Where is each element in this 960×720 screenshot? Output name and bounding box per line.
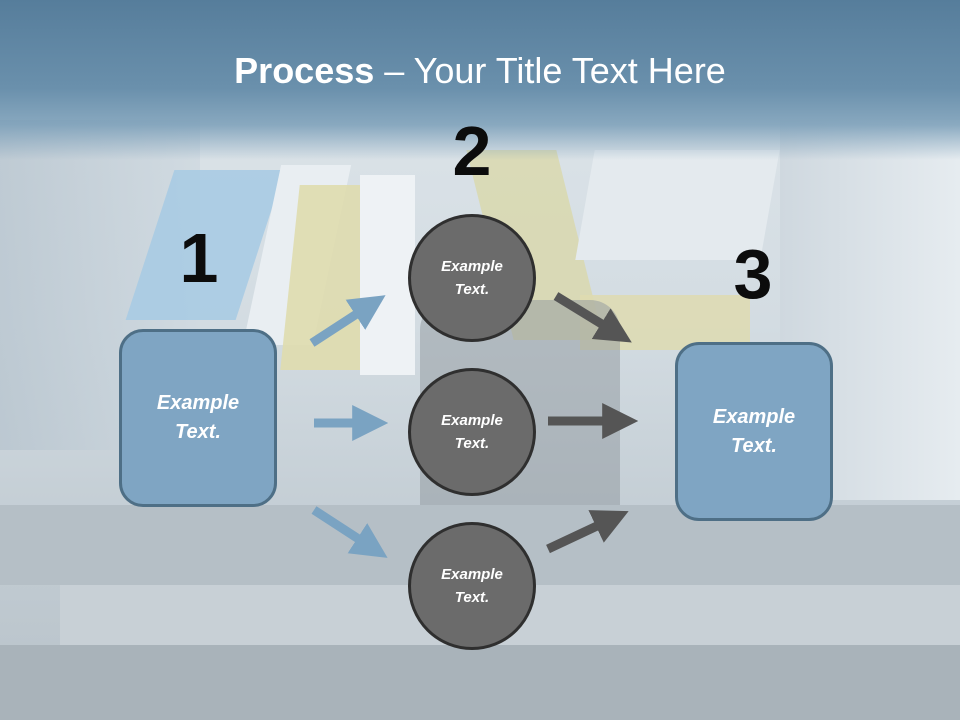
end-box-line1: Example (712, 405, 796, 428)
end-box[interactable]: Example Text. (675, 342, 833, 521)
end-box-line2: Text. (731, 434, 777, 457)
circle-bottom-line1: Example (441, 566, 503, 583)
circle-bottom-text: Example Text. (427, 563, 517, 609)
circle-middle-line2: Text. (454, 435, 490, 452)
step-number-1: 1 (179, 219, 219, 297)
circle-top-line1: Example (441, 258, 503, 275)
circle-bottom[interactable]: Example Text. (408, 522, 536, 650)
slide-title[interactable]: Process – Your Title Text Here (0, 50, 960, 92)
circle-middle-text: Example Text. (427, 409, 517, 455)
start-box-line1: Example (156, 392, 240, 414)
circle-top-line2: Text. (454, 281, 490, 298)
header-band (0, 0, 960, 160)
circle-top[interactable]: Example Text. (408, 214, 536, 342)
arrow-blue-to-bottom (311, 506, 388, 558)
end-box-text: Example Text. (699, 403, 809, 461)
start-box-text: Example Text. (143, 389, 253, 447)
step-floor (0, 645, 960, 720)
title-rest: – Your Title Text Here (374, 50, 726, 91)
bag-white-2 (360, 175, 415, 375)
arrow-blue-to-top (309, 295, 386, 347)
arrow-dark-from-bottom (546, 510, 629, 554)
circle-middle-line1: Example (441, 412, 503, 429)
start-box[interactable]: Example Text. (119, 329, 277, 507)
arrow-dark-from-top (553, 292, 632, 343)
start-box-line2: Text. (175, 421, 221, 443)
circle-top-text: Example Text. (427, 255, 517, 301)
circle-bottom-line2: Text. (454, 589, 490, 606)
step-number-3: 3 (733, 235, 773, 313)
step-number-2: 2 (452, 112, 492, 190)
circle-middle[interactable]: Example Text. (408, 368, 536, 496)
title-bold: Process (234, 50, 375, 91)
